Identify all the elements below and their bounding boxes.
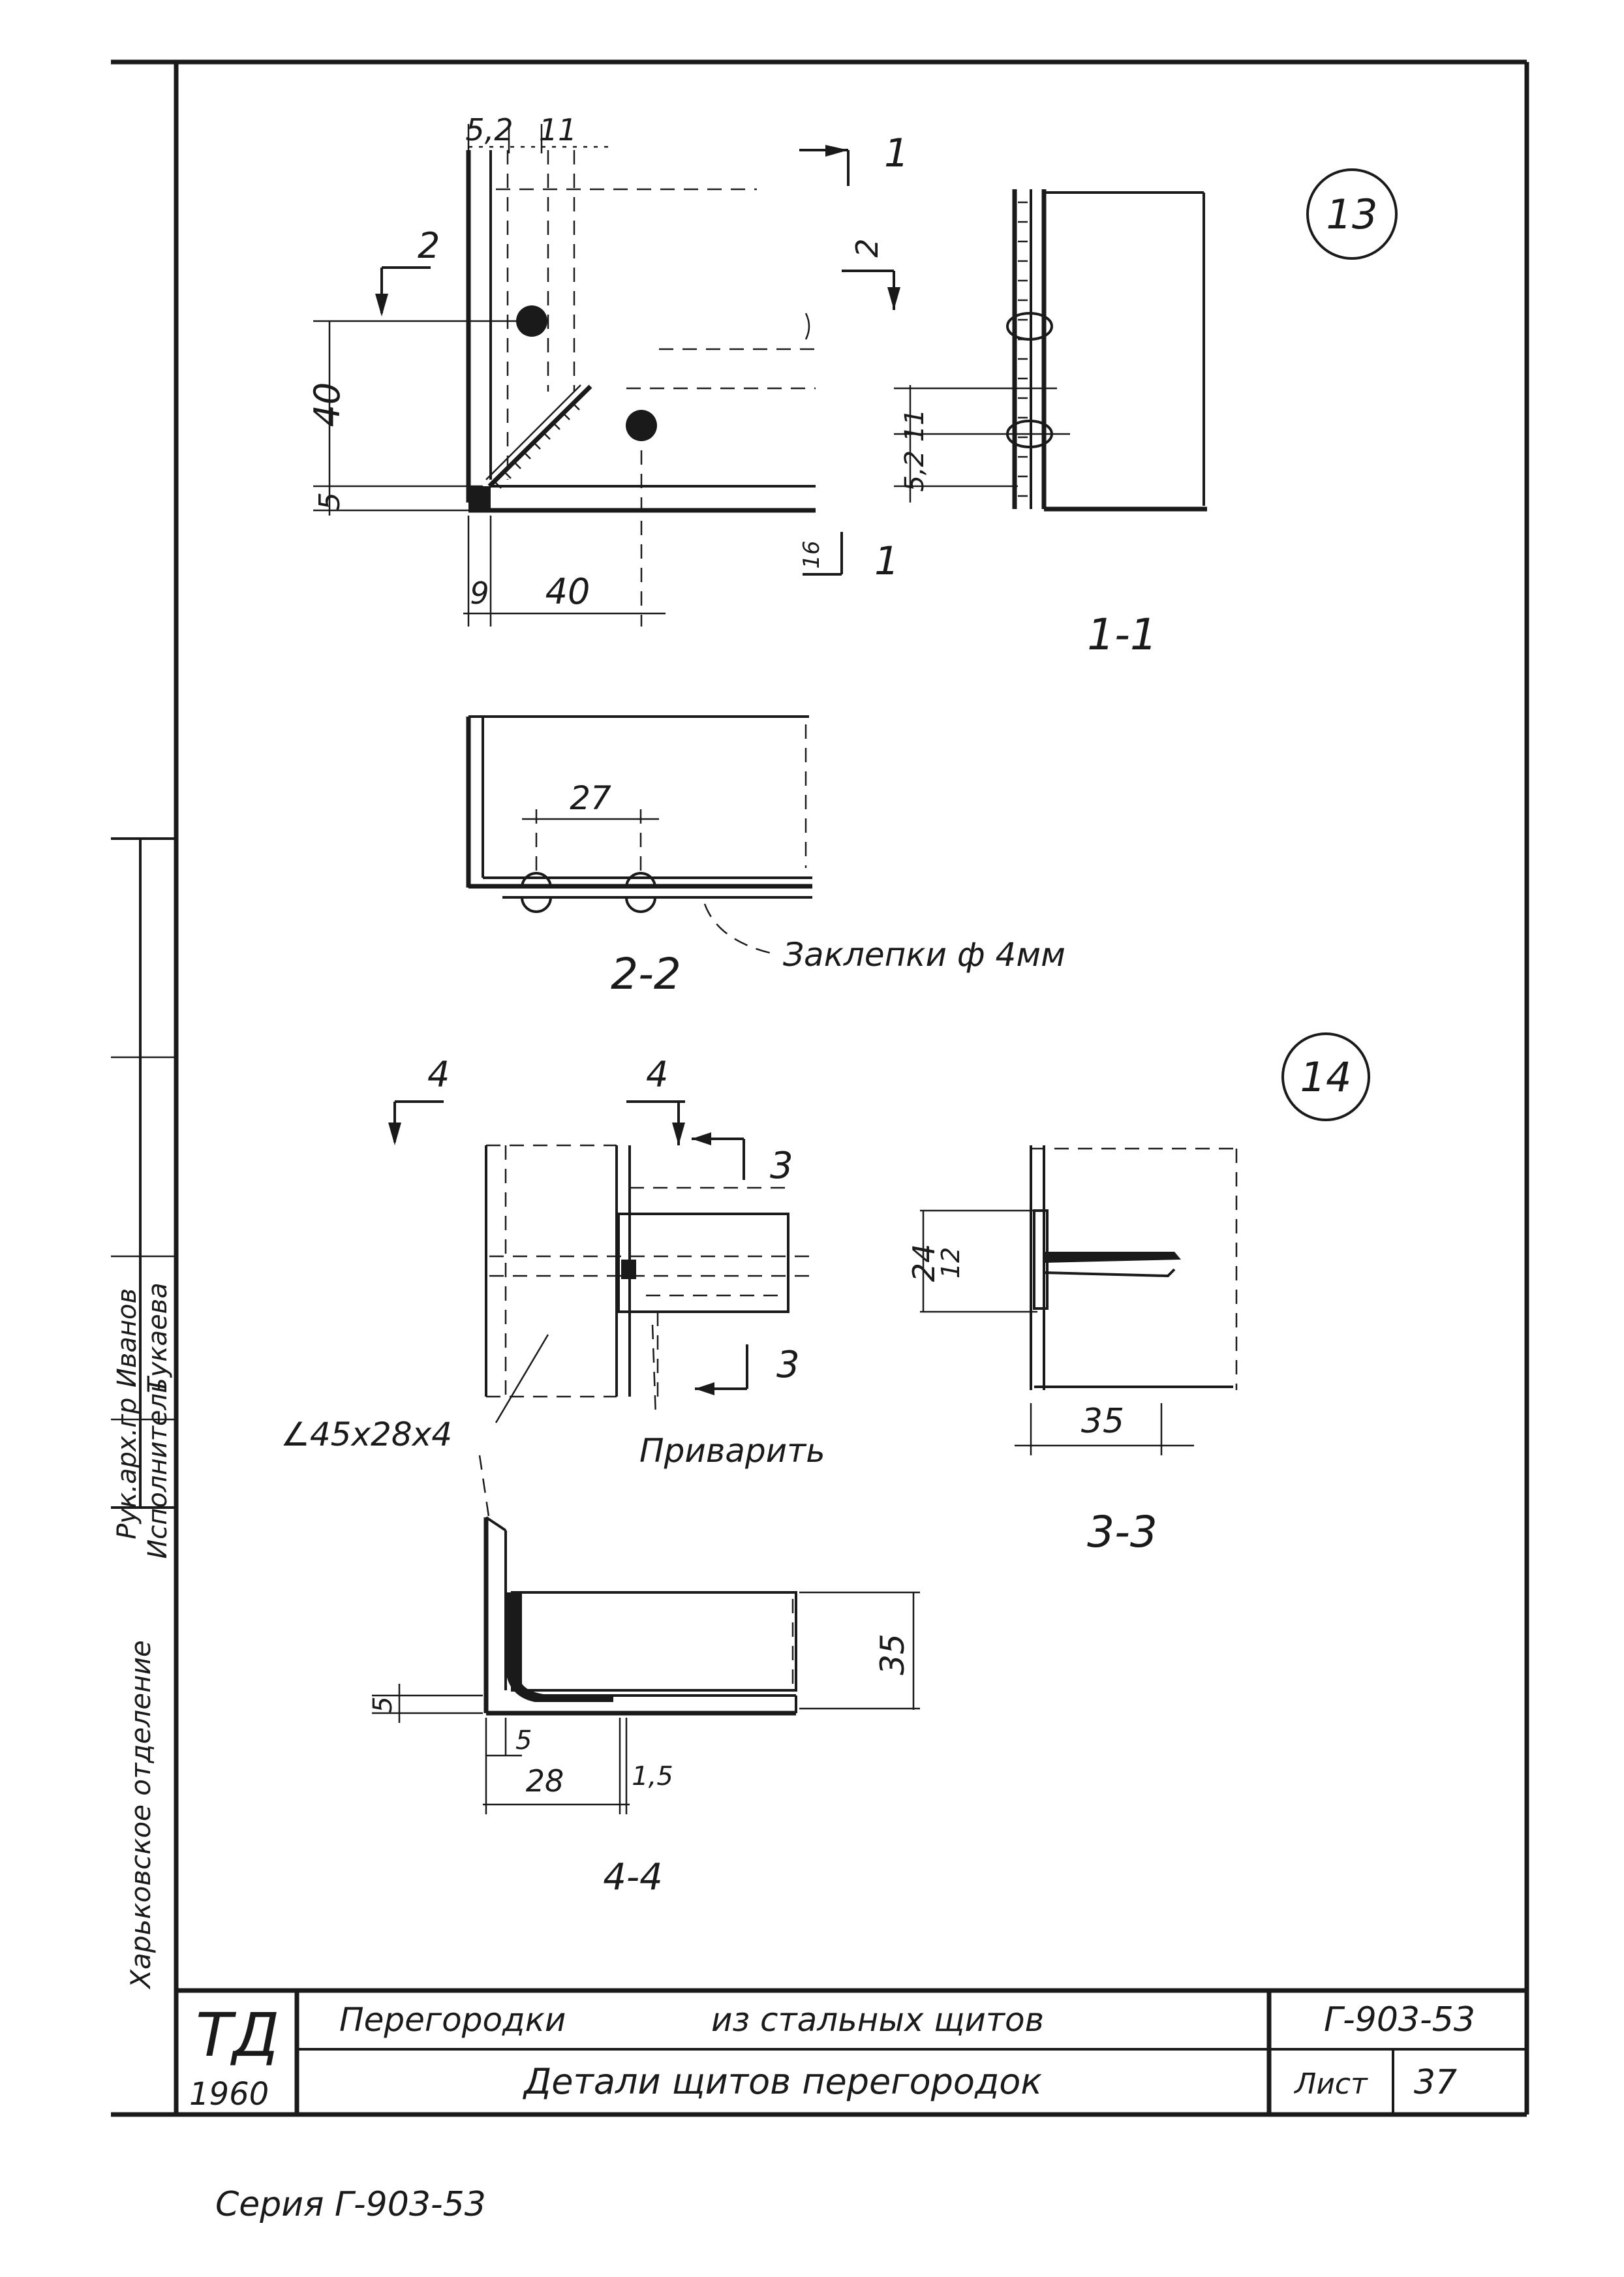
svg-text:5: 5 [515,1726,532,1756]
svg-text:2: 2 [850,238,885,257]
svg-text:16: 16 [799,540,825,568]
rivet-2 [626,410,657,441]
svg-text:1-1: 1-1 [1087,610,1157,660]
svg-text:40: 40 [545,571,590,612]
svg-text:4: 4 [646,1054,668,1095]
svg-text:Исполнитель: Исполнитель [143,1378,173,1558]
svg-text:из стальных щитов: из стальных щитов [711,2001,1044,2039]
detail-13-plan-view: 5,2 11 40 5 9 40 2 1 [307,112,909,627]
svg-text:13: 13 [1326,191,1378,238]
svg-text:9: 9 [470,576,489,611]
section-mark-1-top: 1 [799,131,909,186]
svg-text:Детали щитов перегородок: Детали щитов перегородок [523,2061,1042,2102]
svg-text:1960: 1960 [189,2076,269,2113]
svg-text:28: 28 [526,1763,564,1799]
svg-text:Серия Г-903-53: Серия Г-903-53 [215,2185,486,2224]
svg-text:Рук.арх.гр: Рук.арх.гр [112,1397,142,1539]
section-mark-2-right: 2 [842,238,900,310]
section-3-3: 24 12 35 3-3 [906,1145,1240,1557]
svg-text:Тукаева: Тукаева [143,1282,173,1393]
detail-14-elevation: 4 4 3 3 [281,1054,825,1470]
svg-text:27: 27 [570,779,611,817]
svg-text:5,2 11: 5,2 11 [900,409,930,491]
logo-td: ТД [196,2000,279,2070]
svg-text:40: 40 [307,382,348,427]
svg-text:∠45х28х4: ∠45х28х4 [281,1416,452,1453]
sheet-frame [111,59,1529,2117]
svg-text:1: 1 [884,131,909,176]
svg-text:12: 12 [936,1247,965,1278]
svg-text:5,2: 5,2 [465,112,513,147]
svg-text:Заклепки ф 4мм: Заклепки ф 4мм [783,936,1065,974]
svg-text:5: 5 [368,1696,398,1712]
svg-text:4: 4 [427,1054,450,1095]
svg-text:3: 3 [770,1145,793,1187]
side-stamp: Рук.арх.гр Исполнитель Иванов Тукаева Ха… [111,837,176,1990]
section-mark-4-right: 4 [626,1054,685,1145]
svg-text:24: 24 [906,1244,942,1282]
svg-text:4-4: 4-4 [603,1856,662,1898]
section-mark-3-top: 3 [692,1132,793,1187]
rivet-1 [516,305,547,337]
svg-text:Приварить: Приварить [639,1432,825,1470]
svg-text:2: 2 [418,225,440,266]
section-mark-4-left: 4 [388,1054,450,1145]
svg-text:Иванов: Иванов [112,1288,142,1387]
section-4-4: 35 5 5 28 1,5 4-4 [368,1455,920,1898]
svg-text:Лист: Лист [1293,2068,1368,2101]
footer: Серия Г-903-53 [215,2185,486,2224]
section-mark-1-bottom: 16 1 [799,532,899,584]
section-2-2: 27 Заклепки ф 4мм 2-2 [466,715,1065,999]
svg-text:14: 14 [1300,1053,1352,1101]
section-1-1: 5,2 11 1-1 [894,189,1207,660]
section-mark-2-left: 2 [375,225,440,317]
svg-text:11: 11 [539,112,577,147]
detail-14-marker: 14 [1281,1032,1370,1121]
svg-text:1,5: 1,5 [632,1761,673,1791]
svg-text:5: 5 [313,492,346,510]
detail-13-marker: 13 [1306,168,1398,260]
svg-text:35: 35 [874,1634,912,1675]
svg-text:Перегородки: Перегородки [339,2001,566,2039]
title-block: ТД 1960 Перегородки из стальных щитов Де… [176,1988,1527,2114]
svg-text:3-3: 3-3 [1087,1507,1157,1557]
section-mark-3-bottom: 3 [695,1344,800,1395]
svg-text:Харьковское отделение: Харьковское отделение [125,1640,157,1989]
svg-text:2-2: 2-2 [611,949,681,999]
svg-text:Г-903-53: Г-903-53 [1324,2000,1475,2039]
svg-text:35: 35 [1081,1402,1124,1441]
svg-text:37: 37 [1414,2063,1457,2102]
svg-text:1: 1 [874,538,899,584]
svg-text:3: 3 [776,1344,800,1386]
